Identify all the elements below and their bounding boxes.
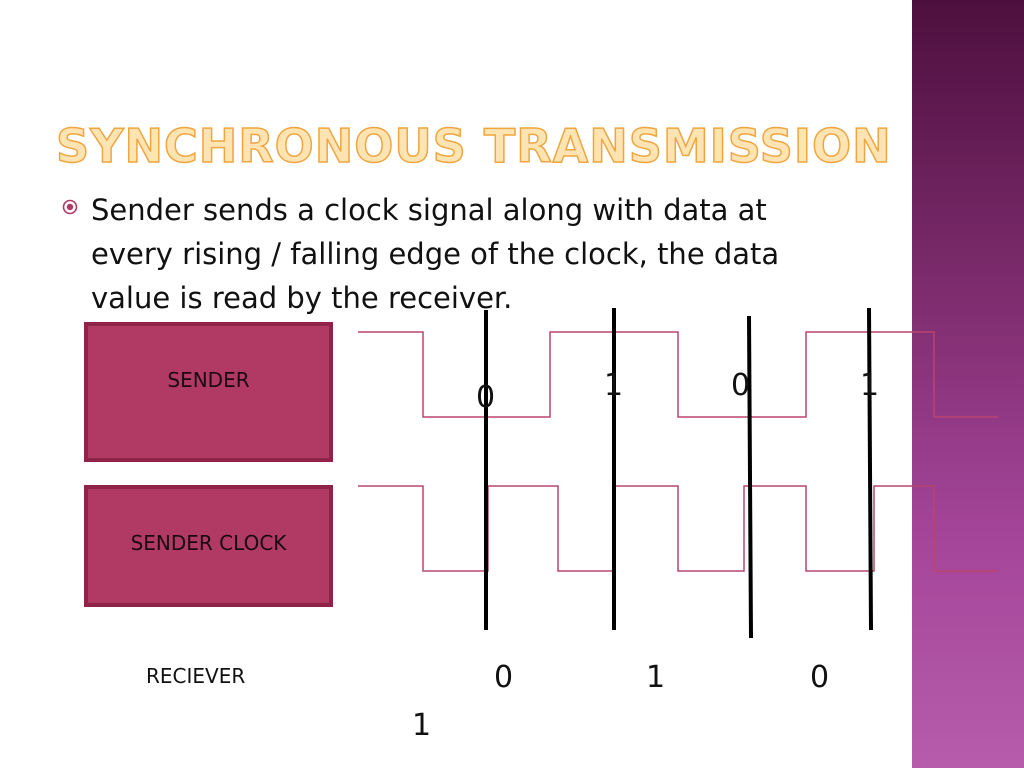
sender-clock-label: SENDER CLOCK <box>130 531 287 555</box>
circle-bullet-icon <box>62 199 78 215</box>
sender-bit: 0 <box>476 380 496 415</box>
receiver-bit: 1 <box>412 708 432 743</box>
sender-clock-box: SENDER CLOCK <box>84 485 333 607</box>
clock-waveform <box>358 485 998 572</box>
sender-box: SENDER <box>84 322 333 462</box>
slide-title: SYNCHRONOUS TRANSMISSION <box>55 118 892 174</box>
data-waveform <box>358 331 998 418</box>
receiver-bit: 1 <box>646 660 666 695</box>
sample-line <box>747 315 753 639</box>
sender-bit: 1 <box>860 368 880 403</box>
sender-label: SENDER <box>167 368 250 392</box>
sender-bit: 0 <box>731 368 751 403</box>
receiver-label: RECIEVER <box>146 664 246 688</box>
sender-bit: 1 <box>604 368 624 403</box>
bullet-text: Sender sends a clock signal along with d… <box>91 193 780 315</box>
receiver-bit: 0 <box>810 660 830 695</box>
decorative-side-band <box>912 0 1024 768</box>
receiver-bit: 0 <box>494 660 514 695</box>
sample-line <box>867 307 873 631</box>
